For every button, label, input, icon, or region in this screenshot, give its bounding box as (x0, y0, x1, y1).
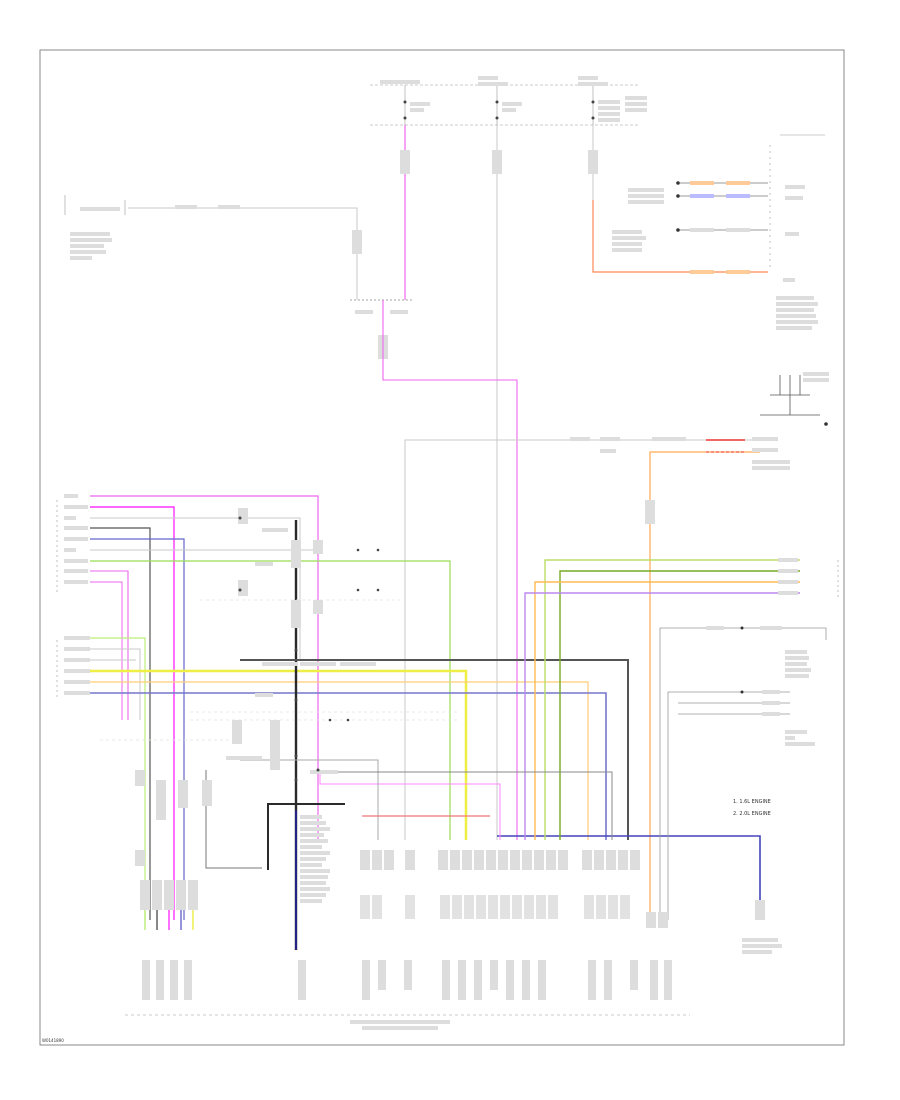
module-list-block (300, 815, 330, 903)
diagram-frame (39, 49, 845, 1046)
wire-right-lime (544, 559, 800, 840)
note-1: 1. 1.6L ENGINE (733, 799, 771, 805)
wire-right-darkyellow (534, 581, 800, 840)
wire-code-blocks (135, 508, 323, 866)
left-connector-2 (56, 636, 90, 700)
wire-inner-gray-2 (330, 771, 613, 840)
bottom-connector-pins (140, 850, 765, 928)
wire-right-olive (559, 570, 800, 840)
module-top-right (769, 134, 825, 330)
wire-top-left-gray (128, 207, 358, 300)
wire-left-gray-3 (90, 648, 141, 720)
wire-left-pink-3 (90, 581, 123, 720)
fuse-symbols (403, 100, 595, 120)
note-2: 2. 2.0L ENGINE (733, 811, 771, 817)
wire-left-pink-1 (90, 495, 319, 840)
pin-color-ends (144, 910, 194, 930)
bottom-pin-labels (360, 895, 630, 919)
wire-left-magenta (90, 506, 175, 920)
module-top-left (64, 195, 126, 260)
left-connector-1 (56, 494, 88, 595)
wire-navy-right (497, 835, 761, 900)
wire-inner-gray (240, 759, 379, 840)
ground-symbol-right (760, 375, 820, 416)
bottom-module-labels (142, 960, 672, 1000)
splice-dots (238, 516, 380, 782)
wire-left-green (90, 560, 451, 840)
wire-left-lime (90, 637, 146, 920)
wire-bus-black-bottom (267, 803, 345, 870)
fuse-labels (380, 76, 647, 122)
wire-mid-orange (649, 451, 760, 920)
wire-inner-pink (319, 770, 501, 840)
wire-left-violet (90, 692, 607, 840)
wire-bus-black-top (240, 659, 629, 840)
splice-junction (350, 299, 412, 359)
wire-left-orange (90, 681, 589, 840)
wire-mid-gray (404, 439, 760, 840)
wire-left-black-1 (90, 527, 151, 920)
wire-splice-pink (382, 300, 518, 840)
wire-right-violet (524, 592, 800, 840)
footer-code: W0141890 (42, 1038, 64, 1043)
